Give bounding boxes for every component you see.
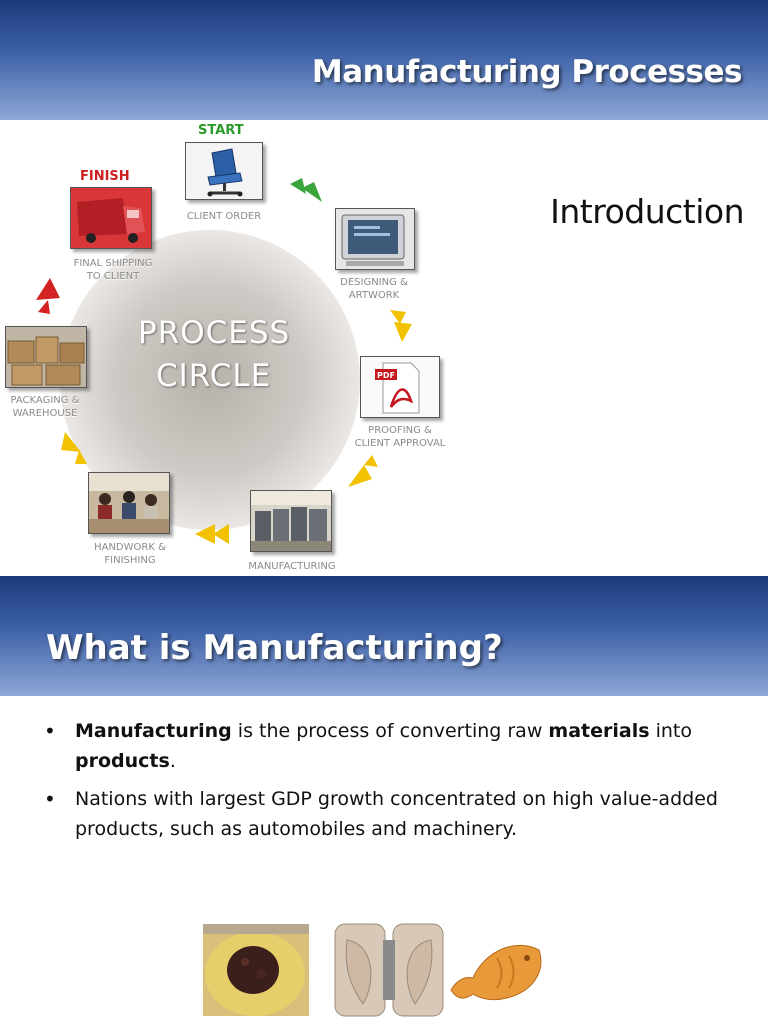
start-label: START: [198, 123, 244, 138]
node-label-proofing: PROOFING & CLIENT APPROVAL: [340, 424, 460, 450]
bullet-item: • Manufacturing is the process of conver…: [44, 716, 734, 776]
node-label-designing: DESIGNING & ARTWORK: [322, 276, 426, 302]
process-circle-title-line1: PROCESS: [138, 315, 290, 351]
node-label-packaging: PACKAGING & WAREHOUSE: [0, 394, 90, 420]
svg-text:PDF: PDF: [377, 371, 395, 380]
arrow-yellow-diagonal-icon: [344, 453, 380, 491]
finish-label: FINISH: [80, 169, 130, 184]
bullet-dot-icon: •: [44, 784, 56, 814]
bullet-text: Nations with largest GDP growth concentr…: [75, 788, 718, 840]
process-circle-diagram: PROCESS CIRCLE START FINISH CLIENT ORDER: [0, 120, 470, 576]
bullet-list: • Manufacturing is the process of conver…: [44, 716, 734, 852]
arrow-green-icon: [288, 176, 328, 206]
slide-title: What is Manufacturing?: [46, 628, 503, 668]
arrow-yellow-up-icon: [57, 430, 91, 466]
red-bean-paste-dough-photo: [203, 924, 309, 1016]
slide-manufacturing-processes: Manufacturing Processes Introduction PRO…: [0, 0, 768, 576]
slide-title: Manufacturing Processes: [312, 54, 742, 90]
delivery-truck-icon: [70, 187, 152, 249]
bullet-item: • Nations with largest GDP growth concen…: [44, 784, 734, 844]
pdf-document-icon: PDF: [360, 356, 440, 418]
computer-monitor-icon: [335, 208, 415, 270]
node-label-handwork: HANDWORK & FINISHING: [74, 541, 186, 567]
title-bar: What is Manufacturing?: [0, 576, 768, 696]
boxes-warehouse-icon: [5, 326, 87, 388]
printing-press-icon: [250, 490, 332, 552]
bullet-dot-icon: •: [44, 716, 56, 746]
bullet-text: Manufacturing is the process of converti…: [75, 720, 692, 772]
arrow-yellow-down-icon: [386, 308, 416, 346]
introduction-heading: Introduction: [550, 192, 744, 231]
process-circle-title-line2: CIRCLE: [156, 358, 271, 394]
arrow-yellow-left-icon: [193, 520, 231, 548]
arrow-red-up-icon: [34, 276, 66, 316]
node-label-manufacturing: MANUFACTURING: [236, 560, 348, 573]
taiyaki-fish-pastry-photo: [447, 928, 547, 1016]
slide-what-is-manufacturing: What is Manufacturing? • Manufacturing i…: [0, 576, 768, 1024]
office-chair-icon: [185, 142, 263, 200]
workers-photo-icon: [88, 472, 170, 534]
fish-shaped-mold-photo: [333, 920, 445, 1020]
node-label-client-order: CLIENT ORDER: [178, 210, 270, 223]
node-label-final-shipping: FINAL SHIPPING TO CLIENT: [58, 257, 168, 283]
title-bar: Manufacturing Processes: [0, 0, 768, 120]
